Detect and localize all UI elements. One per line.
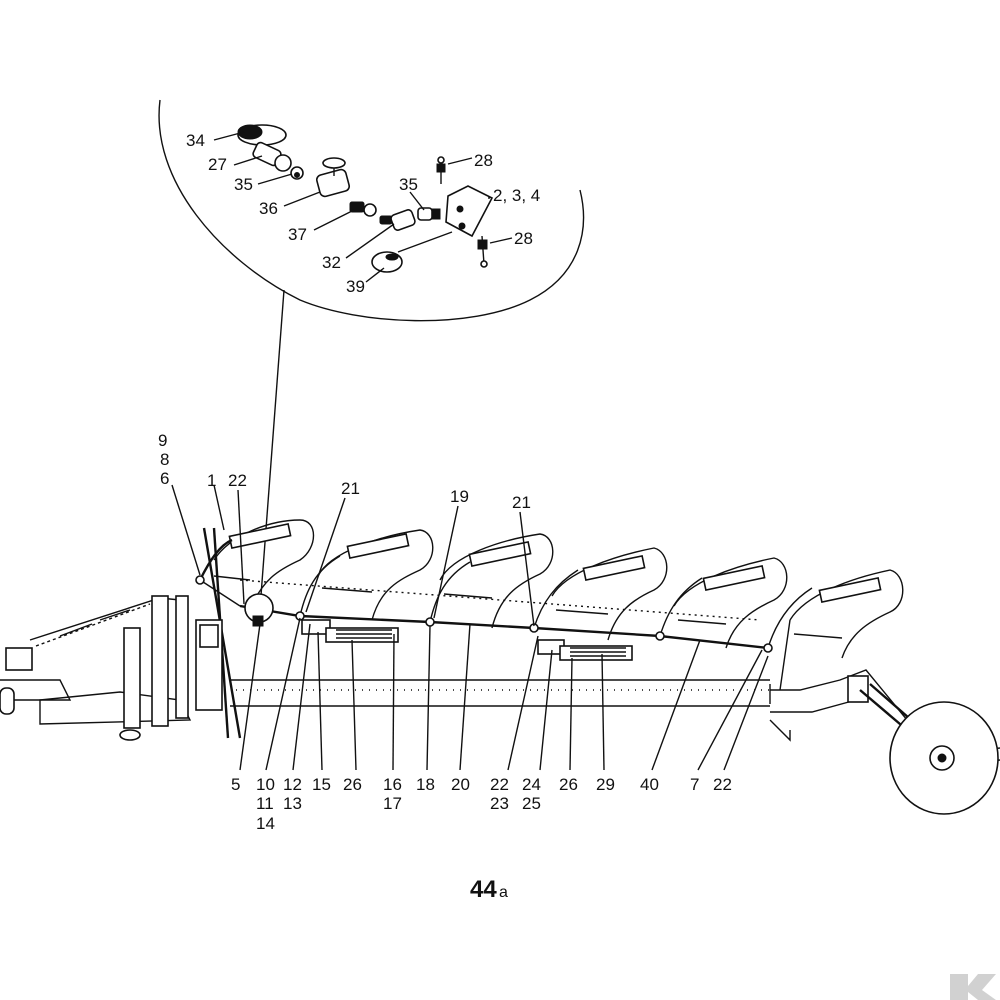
watermark-text: K bbox=[976, 994, 978, 996]
main-leader-lines bbox=[171, 484, 769, 771]
part-32-elbow bbox=[379, 209, 416, 231]
main-beam bbox=[230, 679, 771, 707]
label-2-3-4: 2, 3, 4 bbox=[493, 186, 540, 205]
label-1: 1 bbox=[207, 471, 216, 490]
label-22-rear: 22 bbox=[713, 775, 732, 794]
figure-number: 44 bbox=[470, 876, 497, 903]
label-19: 19 bbox=[450, 487, 469, 506]
detail-inset-outline bbox=[158, 99, 585, 322]
detail-inset: 34 27 35 36 37 32 39 28 35 2, 3, 4 28 bbox=[158, 99, 585, 623]
label-14: 14 bbox=[256, 814, 275, 833]
label-16: 16 bbox=[383, 775, 402, 794]
figure-suffix: a bbox=[499, 884, 508, 901]
part-28-fitting-bottom bbox=[477, 235, 488, 268]
label-29: 29 bbox=[596, 775, 615, 794]
label-8: 8 bbox=[160, 450, 169, 469]
part-37-bolt bbox=[349, 201, 377, 217]
part-27-union bbox=[252, 141, 292, 172]
label-24: 24 bbox=[522, 775, 541, 794]
label-15: 15 bbox=[312, 775, 331, 794]
part-2-3-4-block bbox=[445, 185, 494, 238]
plough-bodies bbox=[213, 519, 904, 691]
rear-wheel-assembly bbox=[769, 669, 1000, 815]
label-7: 7 bbox=[690, 775, 699, 794]
part-35-nut-left bbox=[290, 166, 304, 180]
label-36: 36 bbox=[259, 199, 278, 218]
cylinder-2 bbox=[537, 639, 633, 661]
part-28-fitting-top bbox=[436, 156, 446, 184]
label-12: 12 bbox=[283, 775, 302, 794]
label-34: 34 bbox=[186, 131, 205, 150]
hydraulic-hoses bbox=[195, 538, 813, 653]
label-10: 10 bbox=[256, 775, 275, 794]
detail-leader-line bbox=[258, 289, 285, 623]
figure-caption: 44 a bbox=[470, 876, 508, 903]
headstock bbox=[0, 595, 192, 741]
label-5: 5 bbox=[231, 775, 240, 794]
control-valve bbox=[244, 593, 274, 627]
label-21-right: 21 bbox=[512, 493, 531, 512]
label-27: 27 bbox=[208, 155, 227, 174]
label-40: 40 bbox=[640, 775, 659, 794]
watermark-logo: K bbox=[950, 974, 996, 1000]
part-39-ring bbox=[371, 231, 453, 273]
label-26-left: 26 bbox=[343, 775, 362, 794]
plough-assembly: 9 8 6 1 22 21 19 21 5 10 11 12 13 14 15 … bbox=[0, 431, 1000, 833]
label-22-top: 22 bbox=[228, 471, 247, 490]
label-13: 13 bbox=[283, 794, 302, 813]
label-20: 20 bbox=[451, 775, 470, 794]
label-25: 25 bbox=[522, 794, 541, 813]
label-35-right: 35 bbox=[399, 175, 418, 194]
label-37: 37 bbox=[288, 225, 307, 244]
label-22-bottom: 22 bbox=[490, 775, 509, 794]
label-11: 11 bbox=[256, 794, 274, 813]
label-23: 23 bbox=[490, 794, 509, 813]
label-39: 39 bbox=[346, 277, 365, 296]
part-36-tee bbox=[315, 157, 351, 198]
label-21-left: 21 bbox=[341, 479, 360, 498]
label-18: 18 bbox=[416, 775, 435, 794]
label-26-right: 26 bbox=[559, 775, 578, 794]
label-28-bottom: 28 bbox=[514, 229, 533, 248]
cylinder-1 bbox=[301, 619, 399, 643]
part-35-nut-right bbox=[417, 207, 441, 221]
label-6: 6 bbox=[160, 469, 169, 488]
part-34-fitting bbox=[237, 124, 287, 146]
label-35: 35 bbox=[234, 175, 253, 194]
label-28-top: 28 bbox=[474, 151, 493, 170]
label-32: 32 bbox=[322, 253, 341, 272]
label-9: 9 bbox=[158, 431, 167, 450]
label-17: 17 bbox=[383, 794, 402, 813]
